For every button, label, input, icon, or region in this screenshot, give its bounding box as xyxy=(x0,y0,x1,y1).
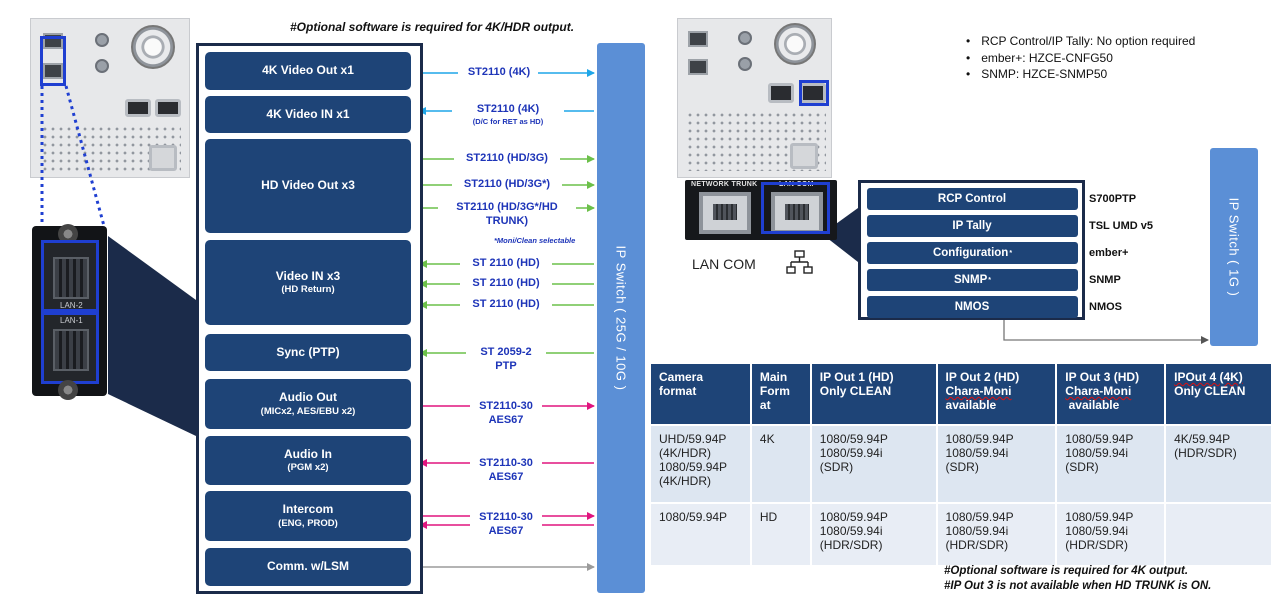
label-hd-in-1: ST 2110 (HD) xyxy=(460,257,552,271)
block-4k-video-in: 4K Video IN x1 xyxy=(205,96,411,133)
arrow-control-to-switch xyxy=(1003,320,1209,344)
ip-switch-right: IP Switch ( 1G ) xyxy=(1210,148,1258,346)
label-hd-out-2: ST2110 (HD/3G*) xyxy=(452,178,562,192)
ethernet-port-icon xyxy=(699,192,751,234)
table-row: UHD/59.94P(4K/HDR)1080/59.94P(4K/HDR) 4K… xyxy=(651,424,1273,503)
ip-switch-right-label: IP Switch ( 1G ) xyxy=(1226,197,1242,297)
table-cell: 4K xyxy=(750,424,812,503)
bullet-item: ember+: HZCE-CNFG50 xyxy=(966,50,1195,67)
control-snmp: SNMP* xyxy=(867,269,1078,291)
label-hd-in-3: ST 2110 (HD) xyxy=(460,298,552,312)
lan1-label: LAN-1 xyxy=(60,316,83,325)
moni-clean-note: *Moni/Clean selectable xyxy=(494,236,576,245)
label-hd-out-1: ST2110 (HD/3G) xyxy=(454,152,560,166)
zoom-dotted-line xyxy=(64,85,106,227)
block-4k-video-out: 4K Video Out x1 xyxy=(205,52,411,90)
table-cell: 1080/59.94P xyxy=(651,502,752,565)
value-snmp: SNMP xyxy=(1089,274,1121,286)
block-sync-ptp: Sync (PTP) xyxy=(205,334,411,371)
camera-rear-panel-photo-right xyxy=(677,18,832,178)
table-cell: HD xyxy=(750,502,812,565)
lan-com-highlight xyxy=(799,80,829,106)
network-trunk-label: NETWORK TRUNK xyxy=(691,181,758,188)
ethernet-port-icon xyxy=(53,257,89,299)
lan-com-port-highlight xyxy=(761,182,830,234)
block-audio-out: Audio Out(MICx2, AES/EBU x2) xyxy=(205,379,411,429)
lan-connector-zoom-photo: LAN-2 LAN-1 xyxy=(32,224,107,400)
label-hd-in-2: ST 2110 (HD) xyxy=(460,277,552,291)
zoom-wedge-right xyxy=(822,208,858,262)
header-ip-out-4: IPOut 4 (4K)Only CLEAN xyxy=(1165,364,1273,425)
table-cell: 4K/59.94P(HDR/SDR) xyxy=(1165,424,1273,503)
table-cell xyxy=(1165,502,1273,565)
network-icon xyxy=(786,250,813,274)
control-configuration: Configuration* xyxy=(867,242,1078,264)
block-hd-video-out: HD Video Out x3 xyxy=(205,139,411,233)
ip-switch-main: IP Switch ( 25G / 10G ) xyxy=(597,43,645,593)
label-4k-in: ST2110 (4K) (D/C for RET as HD) xyxy=(452,103,564,127)
lan-com-label: LAN COM xyxy=(692,256,756,272)
ethernet-port-icon xyxy=(53,329,89,371)
table-cell: UHD/59.94P(4K/HDR)1080/59.94P(4K/HDR) xyxy=(651,424,752,503)
ip-switch-main-label: IP Switch ( 25G / 10G ) xyxy=(613,245,629,391)
bottom-note-1: #Optional software is required for 4K ou… xyxy=(944,565,1189,577)
control-tally: IP Tally xyxy=(867,215,1078,237)
bottom-note-2: #IP Out 3 is not available when HD TRUNK… xyxy=(944,580,1212,592)
value-configuration: ember+ xyxy=(1089,247,1129,259)
label-4k-out: ST2110 (4K) xyxy=(466,66,532,80)
top-note: #Optional software is required for 4K/HD… xyxy=(290,20,575,34)
block-audio-in: Audio In(PGM x2) xyxy=(205,436,411,485)
block-video-in: Video IN x3(HD Return) xyxy=(205,240,411,325)
control-nmos: NMOS xyxy=(867,296,1078,318)
lan-port-highlight xyxy=(40,36,66,86)
block-intercom: Intercom(ENG, PROD) xyxy=(205,491,411,541)
bullet-item: SNMP: HZCE-SNMP50 xyxy=(966,66,1195,83)
header-ip-out-3: IP Out 3 (HD)Chara-Moni available xyxy=(1056,364,1167,425)
lan2-label: LAN-2 xyxy=(60,301,83,310)
block-comm-lsm: Comm. w/LSM xyxy=(205,548,411,586)
option-bullets: RCP Control/IP Tally: No option required… xyxy=(966,33,1195,83)
zoom-wedge-left xyxy=(108,236,196,436)
control-rcp: RCP Control xyxy=(867,188,1078,210)
value-nmos: NMOS xyxy=(1089,301,1122,313)
value-tally: TSL UMD v5 xyxy=(1089,220,1153,232)
value-rcp: S700PTP xyxy=(1089,193,1137,205)
header-ip-out-1: IP Out 1 (HD)Only CLEAN xyxy=(810,364,938,425)
bullet-item: RCP Control/IP Tally: No option required xyxy=(966,33,1195,50)
